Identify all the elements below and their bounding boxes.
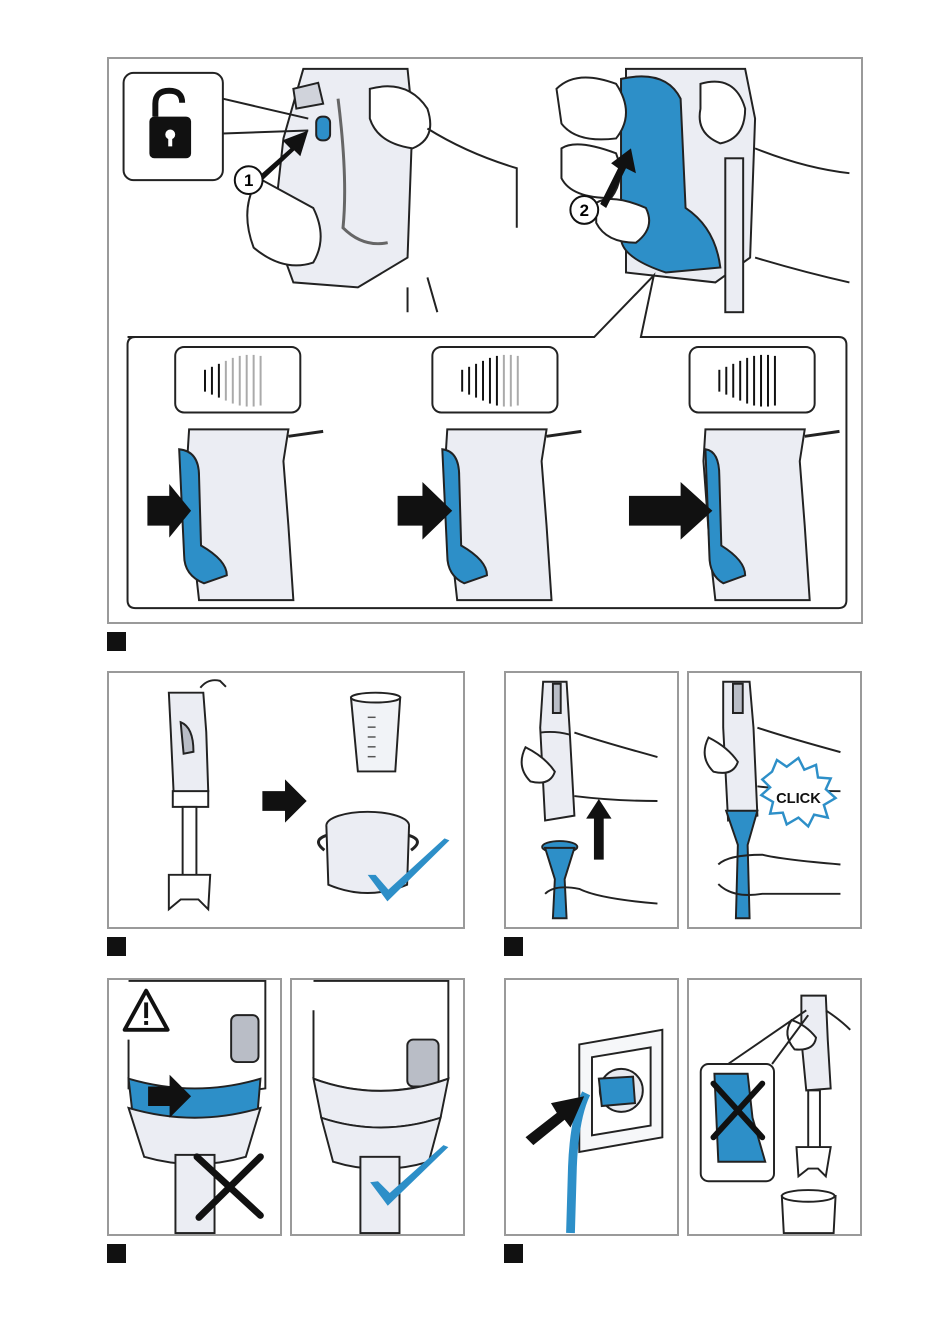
suitable-containers-illustration [109, 673, 463, 927]
figure-suitable-containers [107, 671, 465, 929]
arrow-icon [586, 799, 611, 819]
click-label: CLICK [776, 791, 821, 807]
figure-unlock-and-speed: 1 2 [107, 57, 863, 624]
figure-marker [504, 1244, 523, 1263]
svg-text:1: 1 [244, 171, 253, 190]
correct-attachment-illustration [292, 980, 463, 1234]
attach-foot-illustration [506, 673, 677, 927]
plug-in-illustration [506, 980, 677, 1234]
figure-attach-foot-step-b: CLICK [687, 671, 862, 929]
incorrect-attachment-illustration [109, 980, 280, 1234]
figure-attach-foot-step-a [504, 671, 679, 929]
click-burst: CLICK [761, 758, 835, 826]
hand-blender-unlocked-illustration [247, 69, 517, 312]
attach-foot-click-illustration: CLICK [689, 673, 860, 927]
figure-marker [107, 937, 126, 956]
step-number-1: 1 [235, 166, 263, 194]
figure-plug-in [504, 978, 679, 1236]
sound-level-icon [690, 347, 815, 413]
figure-do-not-press-unlock [687, 978, 862, 1236]
step-number-2: 2 [570, 196, 598, 224]
hand-blender-illustration [169, 680, 226, 909]
detail-callout [701, 1010, 808, 1181]
figure-correct-attachment [290, 978, 465, 1236]
figure-marker [504, 937, 523, 956]
unlock-button-highlight [316, 117, 330, 141]
blender-foot-blue [542, 841, 577, 918]
blender-foot-attached [726, 811, 757, 918]
figure-unlock-and-speed-illustration: 1 2 [109, 59, 861, 622]
arrow-icon [262, 779, 306, 822]
svg-text:2: 2 [580, 201, 589, 220]
sound-level-icon [175, 347, 300, 413]
do-not-press-unlock-illustration [689, 980, 860, 1234]
figure-marker [107, 632, 126, 651]
figure-incorrect-attachment [107, 978, 282, 1236]
figure-marker [107, 1244, 126, 1263]
hand-blender-speed-button-illustration [556, 69, 849, 312]
sound-level-icon [432, 347, 557, 413]
measuring-cup-illustration [351, 693, 400, 772]
